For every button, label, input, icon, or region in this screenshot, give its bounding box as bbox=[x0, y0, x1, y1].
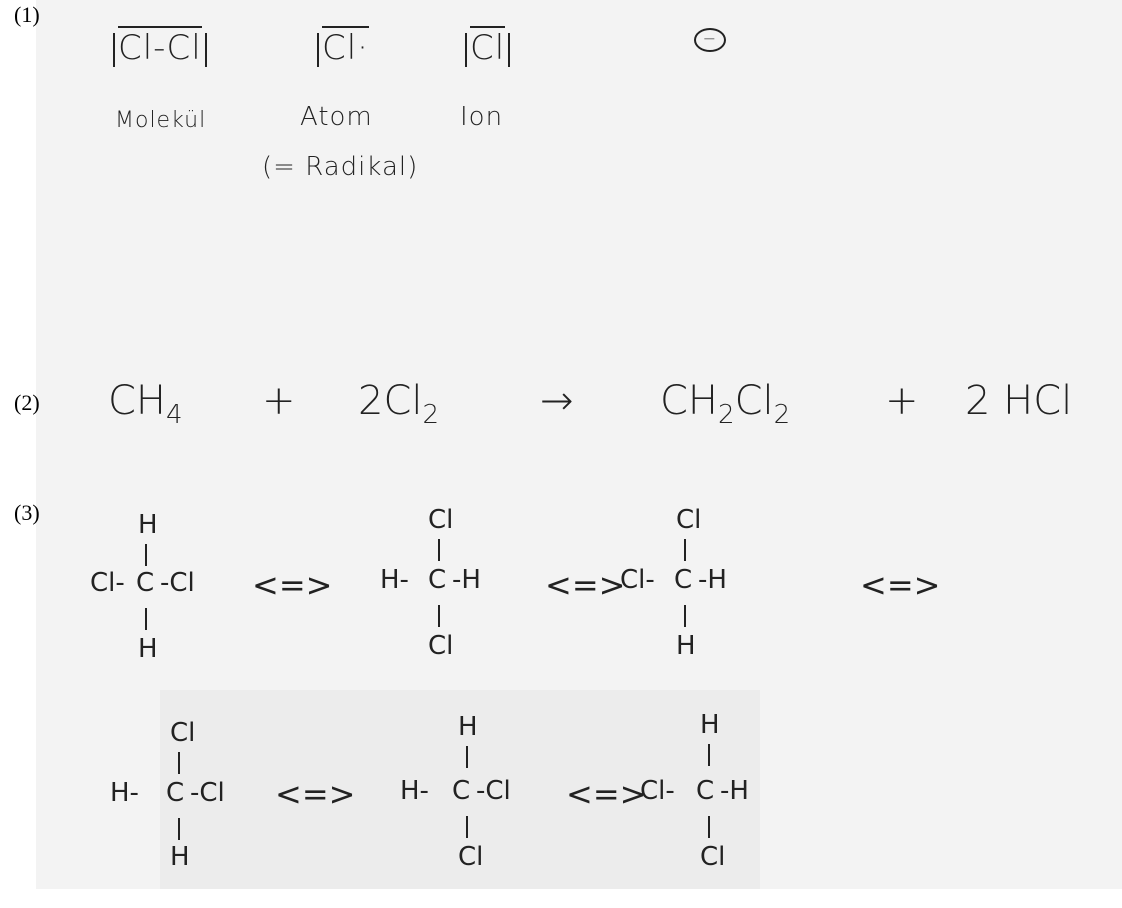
label-ion: Ion bbox=[460, 102, 504, 132]
plus-sign-2: + bbox=[885, 378, 919, 424]
structure-3: Cl Cl- C -H H bbox=[620, 505, 727, 661]
chlorine-atom-formula: Cl· bbox=[322, 26, 369, 68]
chlorine-atom: Cl· bbox=[314, 26, 369, 68]
label-molecule: Molekül bbox=[115, 108, 207, 133]
structure-1: H Cl- C -Cl H bbox=[90, 510, 195, 664]
item-number-1: (1) bbox=[14, 2, 40, 27]
reactant-chlorine: 2Cl2 bbox=[358, 378, 440, 430]
equivalence-sign-4: <=> bbox=[275, 775, 356, 813]
label-atom: Atom bbox=[300, 102, 373, 132]
equivalence-sign-2: <=> bbox=[545, 566, 626, 604]
item-number-3: (3) bbox=[14, 500, 40, 525]
equivalence-sign-3: <=> bbox=[860, 566, 941, 604]
equivalence-sign-1: <=> bbox=[252, 566, 333, 604]
chlorine-molecule-formula: Cl-Cl bbox=[118, 26, 202, 68]
chloride-ion: Cl − bbox=[462, 26, 732, 88]
structure-6: H Cl- C -H Cl bbox=[640, 710, 749, 872]
chlorine-molecule: Cl-Cl bbox=[110, 26, 210, 68]
plus-sign-1: + bbox=[262, 378, 296, 424]
negative-charge-circle: − bbox=[694, 28, 726, 52]
label-radical: (= Radikal) bbox=[262, 152, 419, 182]
product-dichloromethane: CH2Cl2 bbox=[660, 378, 791, 430]
product-hydrogen-chloride: 2 HCl bbox=[965, 378, 1073, 424]
reactant-methane: CH4 bbox=[108, 378, 183, 430]
item-number-2: (2) bbox=[14, 390, 40, 415]
reaction-arrow-icon: → bbox=[540, 378, 574, 424]
structure-4: Cl H- C -Cl H bbox=[110, 718, 225, 872]
sheet-shading bbox=[160, 690, 760, 889]
equivalence-sign-5: <=> bbox=[566, 775, 647, 813]
structure-2: Cl H- C -H Cl bbox=[380, 505, 481, 661]
structure-5: H H- C -Cl Cl bbox=[400, 712, 511, 872]
chloride-ion-formula: Cl bbox=[470, 26, 506, 68]
